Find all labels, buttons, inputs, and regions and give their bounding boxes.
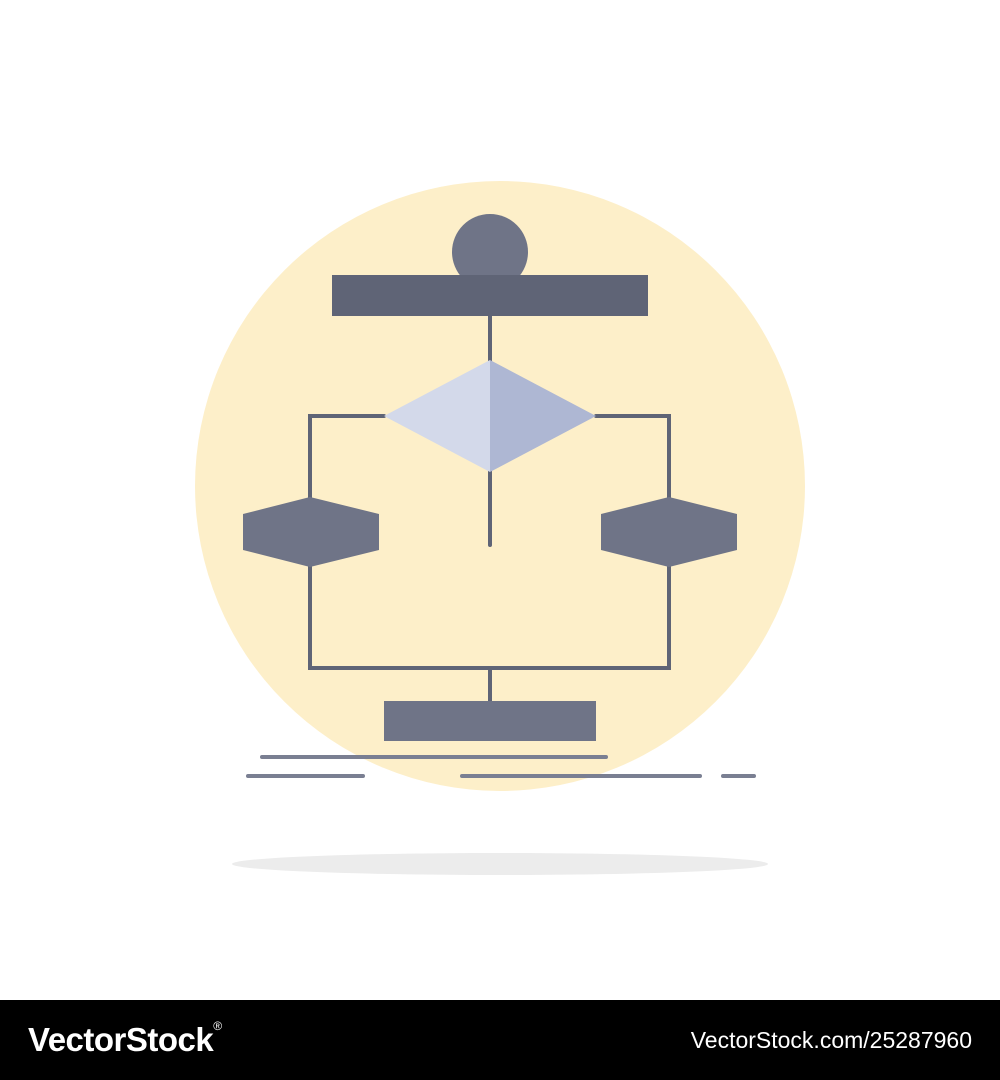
- ground-shadow: [232, 853, 768, 875]
- decision-diamond: [384, 360, 596, 472]
- ground-lines: [246, 755, 756, 778]
- watermark-footer-bar: VectorStock® VectorStock.com/25287960: [0, 1000, 1000, 1080]
- right-hexagon-node: [601, 497, 737, 567]
- background-circle: [195, 181, 805, 791]
- flowchart-illustration: [195, 181, 805, 875]
- top-process-bar: [332, 275, 648, 316]
- start-node-circle: [452, 214, 528, 290]
- image-id-text: VectorStock.com/25287960: [690, 1026, 972, 1053]
- left-hexagon-node: [243, 497, 379, 567]
- end-process-bar: [384, 701, 596, 741]
- brand-logo-text: VectorStock®: [28, 1019, 222, 1058]
